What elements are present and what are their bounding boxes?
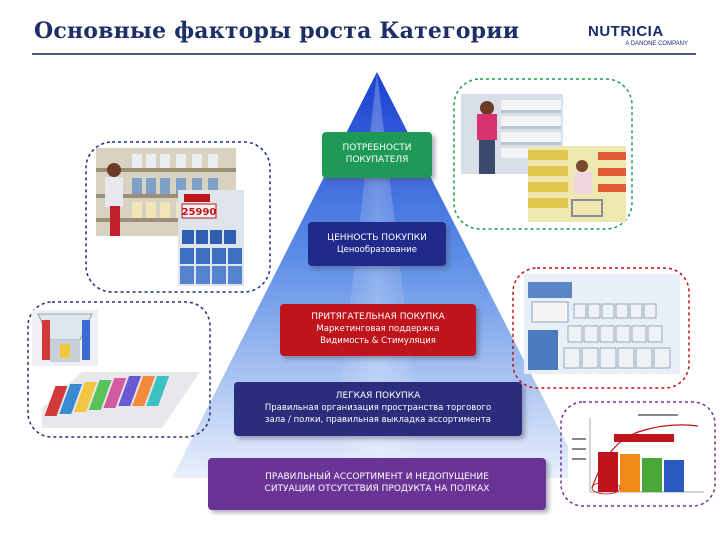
page-title: Основные факторы роста Категории	[34, 18, 520, 44]
level-attractive-purchase-title: ПРИТЯГАТЕЛЬНАЯ ПОКУПКА	[311, 312, 445, 322]
photo-price-promo: 25990	[178, 190, 244, 286]
callout-frame-bottom-right	[560, 401, 716, 507]
level-easy-purchase-line2: зала / полки, правильная выкладка ассорт…	[264, 415, 491, 425]
price-tag: 25990	[182, 207, 217, 218]
title-divider	[32, 53, 696, 55]
logo-tagline: A DANONE COMPANY	[625, 41, 688, 47]
nutricia-logo: NUTRICIA A DANONE COMPANY	[588, 24, 692, 48]
level-customer-needs: ПОТРЕБНОСТИ ПОКУПАТЕЛЯ	[322, 132, 432, 178]
logo-wordmark: NUTRICIA	[588, 23, 664, 40]
callout-frame-top-left	[85, 141, 271, 293]
level-purchase-value-subtitle: Ценообразование	[337, 245, 417, 255]
level-easy-purchase-title: ЛЕГКАЯ ПОКУПКА	[335, 391, 421, 401]
callout-frame-top-right	[453, 78, 633, 230]
level-purchase-value-title: ЦЕННОСТЬ ПОКУПКИ	[327, 233, 427, 243]
level-easy-purchase: ЛЕГКАЯ ПОКУПКА Правильная организация пр…	[234, 382, 522, 436]
level-right-assortment-line2: СИТУАЦИИ ОТСУТСТВИЯ ПРОДУКТА НА ПОЛКАХ	[264, 484, 490, 494]
level-customer-needs-title: ПОТРЕБНОСТИ ПОКУПАТЕЛЯ	[342, 143, 412, 165]
level-attractive-purchase: ПРИТЯГАТЕЛЬНАЯ ПОКУПКА Маркетинговая под…	[280, 304, 476, 356]
level-easy-purchase-line1: Правильная организация пространства торг…	[264, 403, 492, 413]
photo-planogram	[42, 368, 200, 432]
level-right-assortment: ПРАВИЛЬНЫЙ АССОРТИМЕНТ И НЕДОПУЩЕНИЕ СИТ…	[208, 458, 546, 510]
level-purchase-value: ЦЕННОСТЬ ПОКУПКИ Ценообразование	[308, 222, 446, 266]
level-attractive-purchase-line1: Маркетинговая поддержка	[316, 324, 440, 334]
photo-shopper-cart	[528, 146, 626, 222]
photo-assortment-chart	[568, 408, 708, 500]
level-right-assortment-line1: ПРАВИЛЬНЫЙ АССОРТИМЕНТ И НЕДОПУЩЕНИЕ	[265, 472, 489, 482]
callout-frame-mid-left	[27, 301, 211, 438]
photo-store-layout-3d	[32, 310, 98, 366]
callout-frame-mid-right	[512, 267, 690, 389]
photo-shelf-display	[524, 274, 680, 374]
level-attractive-purchase-line2: Видимость & Стимуляция	[320, 336, 436, 346]
